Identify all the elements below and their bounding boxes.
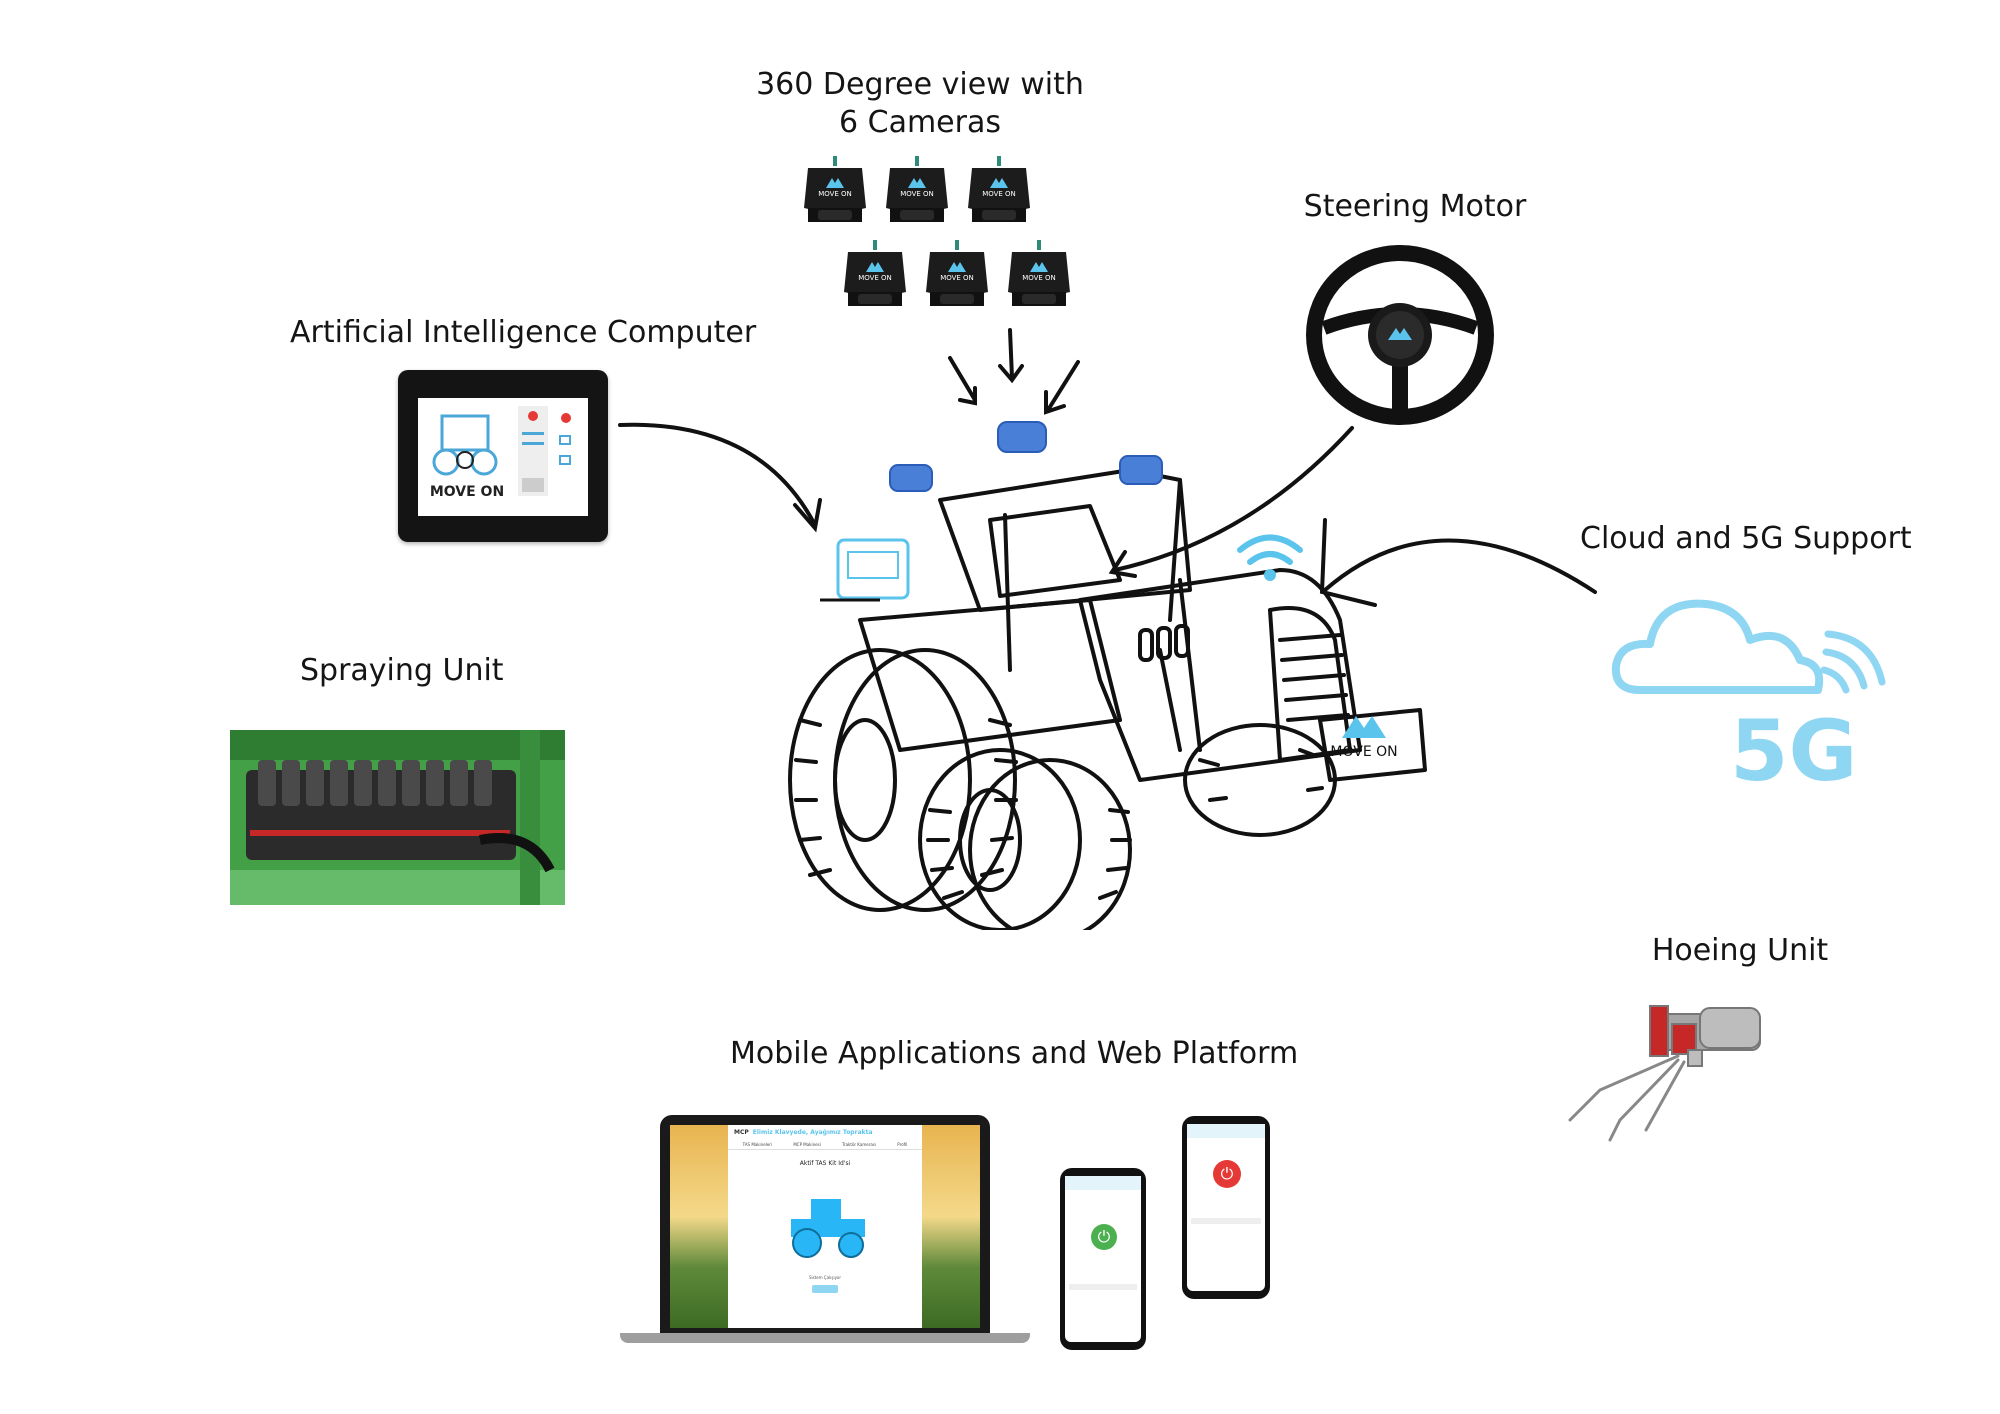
- phone-1-list-row[interactable]: [1069, 1284, 1137, 1290]
- laptop-device: MCP Elimiz Klavyede, Ayağımız Toprakta T…: [660, 1115, 990, 1333]
- web-header-text: Elimiz Klavyede, Ayağımız Toprakta: [752, 1129, 873, 1136]
- web-nav-item-2[interactable]: MCP Makinesi: [793, 1142, 821, 1147]
- phone-1-power-button[interactable]: ⏻: [1091, 1224, 1117, 1250]
- spraying-unit-image: [230, 730, 565, 905]
- phone-2-power-button[interactable]: ⏻: [1213, 1160, 1241, 1188]
- phone-device-1: ⏻: [1060, 1168, 1146, 1350]
- spraying-unit-label: Spraying Unit: [300, 653, 504, 688]
- five-g-text: 5G: [1730, 702, 1857, 790]
- ai-computer-logo-text: MOVE ON: [429, 484, 505, 500]
- cameras-label-line2: 6 Cameras: [839, 105, 1001, 140]
- tractor-outline-icon: [432, 406, 571, 496]
- web-header: MCP Elimiz Klavyede, Ayağımız Toprakta: [728, 1125, 922, 1140]
- web-nav: TAS Makineleri MCP Makinesi Traktör Kame…: [728, 1140, 922, 1150]
- tractor-logo-text: MOVE ON: [1330, 744, 1397, 760]
- phone-1-header: [1065, 1176, 1141, 1190]
- ai-computer-screen: MOVE ON: [398, 370, 608, 542]
- mobile-web-label: Mobile Applications and Web Platform: [730, 1036, 1299, 1071]
- tractor-logo: MOVE ON: [1330, 716, 1398, 760]
- phone-device-2: ⏻: [1182, 1116, 1270, 1299]
- web-kit-title: Aktif TAS Kit Id'si: [799, 1160, 851, 1167]
- web-action-button[interactable]: [812, 1285, 838, 1293]
- steering-motor-label: Steering Motor: [1303, 189, 1527, 224]
- phone-2-header: [1187, 1124, 1265, 1138]
- ai-computer-display: MOVE ON: [418, 398, 588, 516]
- phone-2-list-row[interactable]: [1191, 1218, 1261, 1224]
- cameras-label: 360 Degree view with 6 Cameras: [740, 66, 1100, 142]
- wifi-icon: [1237, 534, 1303, 581]
- web-tractor-icon: [791, 1199, 865, 1258]
- laptop-screen: MCP Elimiz Klavyede, Ayağımız Toprakta T…: [670, 1125, 980, 1328]
- web-brand-logo: MCP: [734, 1129, 749, 1136]
- hoeing-unit-image: [1568, 1005, 1761, 1142]
- cameras-label-line1: 360 Degree view with: [756, 67, 1084, 102]
- web-nav-item-4[interactable]: Profil: [897, 1142, 908, 1147]
- hoeing-unit-label: Hoeing Unit: [1651, 933, 1829, 968]
- cloud-5g-icon: 5G: [1611, 599, 1886, 790]
- phone-1-screen: ⏻: [1065, 1176, 1141, 1342]
- web-nav-item-3[interactable]: Traktör Kamerası: [842, 1142, 876, 1147]
- steering-wheel-icon: [1306, 245, 1494, 425]
- mounted-screen-icon: [820, 538, 910, 602]
- cloud-5g-label: Cloud and 5G Support: [1580, 521, 1912, 556]
- web-nav-item-1[interactable]: TAS Makineleri: [742, 1142, 772, 1147]
- web-panel: MCP Elimiz Klavyede, Ayağımız Toprakta T…: [728, 1125, 922, 1328]
- laptop-base: [620, 1333, 1030, 1343]
- web-status-text: Sistem Çalışıyor: [808, 1275, 842, 1280]
- phone-2-screen: ⏻: [1187, 1124, 1265, 1291]
- ai-computer-label: Artificial Intelligence Computer: [290, 315, 757, 350]
- mounted-camera-icon: [889, 421, 1163, 492]
- tractor-sketch: MOVE ON: [788, 421, 1427, 930]
